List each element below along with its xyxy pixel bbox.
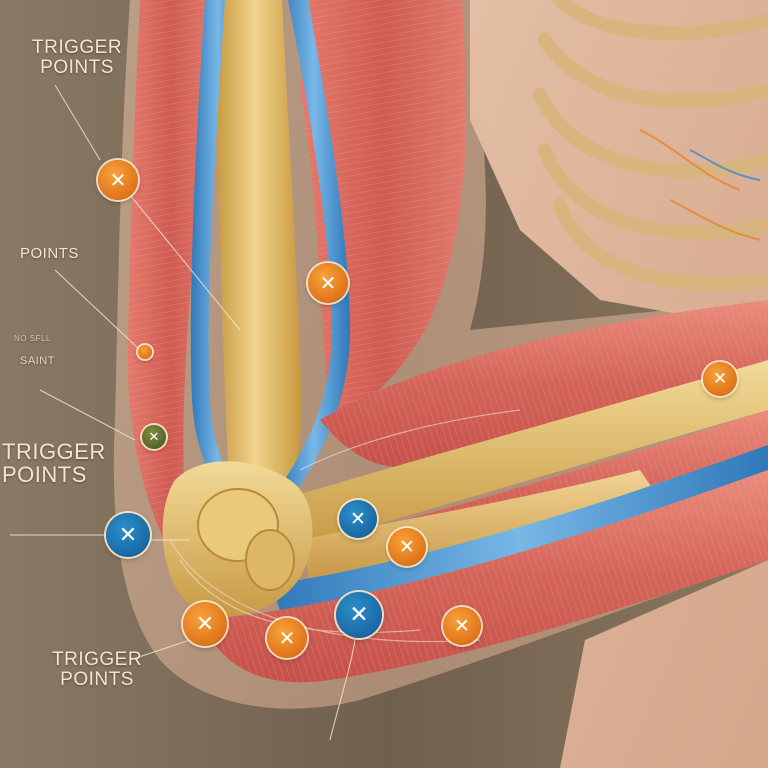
trigger-points-label-top: TRIGGER POINTS [32,37,123,78]
trigger-point-marker-icon: ✕ [98,160,138,200]
points-label-mid: POINTS [20,245,79,262]
trigger-point-marker-icon: ✕ [183,602,227,646]
faint-label-2: SAINT [20,355,55,367]
trigger-point-marker-icon: ✕ [267,618,307,658]
trigger-point-marker-icon [138,345,152,359]
trigger-point-marker-icon: ✕ [106,513,150,557]
radius-bone [280,360,768,545]
forearm-nerve [270,445,768,610]
torso-skin [470,0,768,768]
median-nerve [278,0,350,500]
rib-cage [533,0,768,291]
trigger-point-marker-icon: ✕ [443,607,481,645]
trigger-point-marker-icon: ✕ [308,263,348,303]
trigger-points-label-bottom: TRIGGER POINTS [52,649,143,690]
pointer-lines [10,84,356,741]
trigger-point-marker-icon: ✕ [336,592,382,638]
humerus-bone [217,0,302,500]
ulnar-nerve [190,0,245,510]
trigger-point-marker-icon: ✕ [388,528,426,566]
trigger-points-label-left: TRIGGER POINTS [2,439,106,488]
faint-label-1: NO SFLL [14,334,51,343]
rib-vessels [639,129,761,241]
trigger-point-marker-icon: ✕ [339,500,377,538]
trigger-point-marker-icon: ✕ [142,425,166,449]
trigger-point-marker-icon: ✕ [703,362,737,396]
